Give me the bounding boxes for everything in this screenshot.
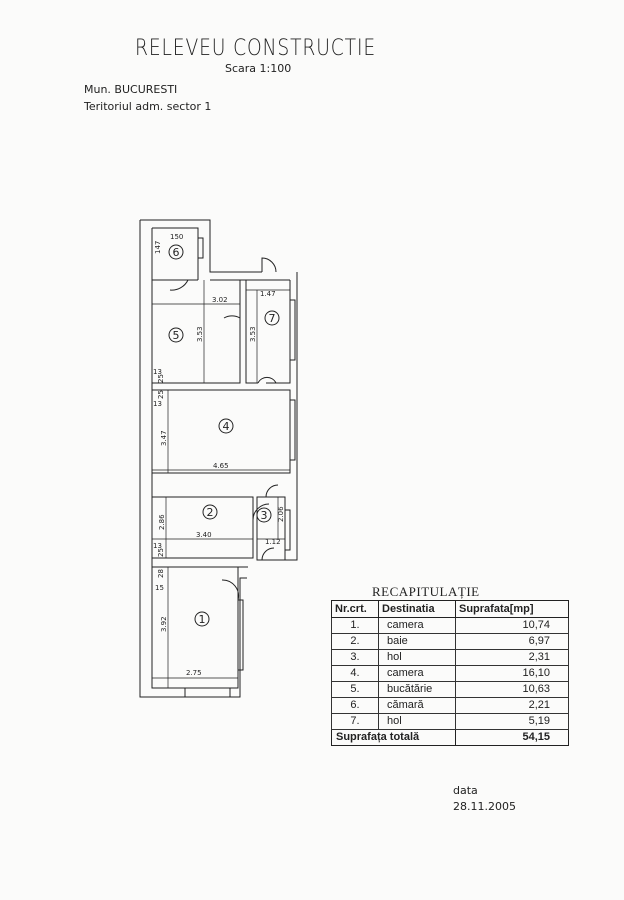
row-number: 3.	[331, 649, 379, 666]
column-header: Nr.crt.	[331, 600, 379, 618]
dim-label: 4.65	[213, 462, 229, 470]
window	[289, 299, 296, 361]
total-row: Suprafața totală 54,15	[331, 729, 569, 746]
dim-label: 3.40	[196, 531, 212, 539]
row-area: 5,19	[455, 713, 569, 730]
row-number: 5.	[331, 681, 379, 698]
window	[289, 399, 296, 461]
dim-label: 3.53	[196, 326, 204, 342]
date-label: data	[453, 784, 478, 797]
window	[237, 599, 244, 671]
row-destination: baie	[378, 633, 456, 650]
row-destination: hol	[378, 713, 456, 730]
row-destination: cămară	[378, 697, 456, 714]
dim-label: 147	[154, 241, 162, 254]
row-number: 2.	[331, 633, 379, 650]
dimension-lines	[152, 280, 290, 688]
dim-label: 3.53	[249, 326, 257, 342]
dim-label: 2.75	[186, 669, 202, 677]
municipality-label: Mun. BUCURESTI	[84, 83, 178, 96]
dim-label: 1.12	[265, 538, 281, 546]
row-area: 10,74	[455, 617, 569, 634]
window	[184, 687, 231, 698]
table-header-row: Nr.crt. Destinatia Suprafata[mp]	[331, 600, 569, 618]
dim-label: 25	[157, 374, 165, 383]
dim-label: 3.92	[160, 616, 168, 632]
dim-label: 13	[153, 542, 162, 550]
window	[284, 509, 291, 551]
row-number: 1.	[331, 617, 379, 634]
row-area: 16,10	[455, 665, 569, 682]
scale-label: Scara 1:100	[225, 62, 292, 75]
territory-label: Teritoriul adm. sector 1	[84, 100, 212, 113]
recap-title: RECAPITULAȚIE	[372, 584, 480, 599]
dim-label: 15	[155, 584, 164, 592]
dim-label: 25	[157, 548, 165, 557]
total-label: Suprafața totală	[331, 729, 456, 746]
column-header: Suprafata[mp]	[455, 600, 569, 618]
row-area: 2,21	[455, 697, 569, 714]
dim-label: 28	[157, 569, 165, 578]
outer-wall	[139, 219, 298, 698]
dim-label: 150	[170, 233, 183, 241]
room-number: 2	[207, 506, 214, 519]
room-number: 3	[261, 509, 268, 522]
total-value: 54,15	[455, 729, 569, 746]
room-number: 7	[269, 312, 276, 325]
dim-label: 25	[157, 390, 165, 399]
room-number: 5	[173, 329, 180, 342]
window	[197, 237, 204, 259]
row-number: 6.	[331, 697, 379, 714]
date-value: 28.11.2005	[453, 800, 516, 813]
row-number: 7.	[331, 713, 379, 730]
room-number: 1	[199, 613, 206, 626]
row-area: 2,31	[455, 649, 569, 666]
row-destination: hol	[378, 649, 456, 666]
recap-table: Nr.crt. Destinatia Suprafata[mp] 1.camer…	[331, 600, 569, 746]
document-title: RELEVEU CONSTRUCTIE	[135, 36, 376, 61]
dim-label: 3.02	[212, 296, 228, 304]
dim-label: 13	[153, 368, 162, 376]
dim-label: 13	[153, 400, 162, 408]
dim-label: 2.86	[158, 514, 166, 530]
dim-label: 3.47	[160, 430, 168, 446]
dim-label: 1.47	[260, 290, 276, 298]
inner-wall-outline	[151, 227, 291, 689]
room-number: 4	[223, 420, 230, 433]
row-destination: bucătărie	[378, 681, 456, 698]
door-swing	[169, 257, 279, 601]
row-area: 10,63	[455, 681, 569, 698]
row-area: 6,97	[455, 633, 569, 650]
row-destination: camera	[378, 617, 456, 634]
room-number: 6	[173, 246, 180, 259]
column-header: Destinatia	[378, 600, 456, 618]
row-number: 4.	[331, 665, 379, 682]
row-destination: camera	[378, 665, 456, 682]
dim-label: 2.06	[277, 506, 285, 522]
